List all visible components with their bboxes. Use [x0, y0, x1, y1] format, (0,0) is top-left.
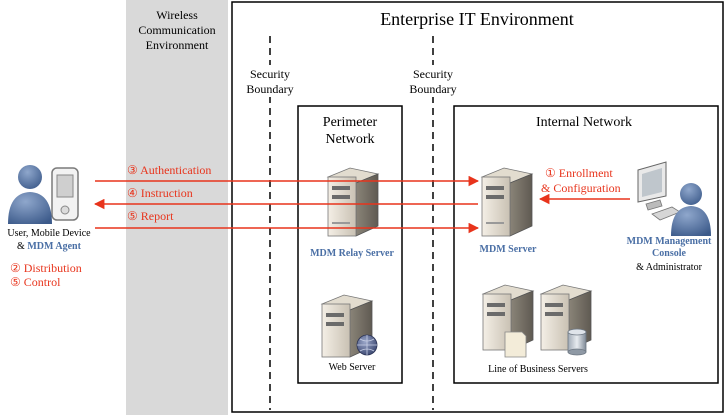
instruction-label: ④ Instruction — [127, 186, 193, 200]
console-label-1: MDM Management — [627, 236, 712, 247]
console-label-2: Console — [652, 248, 686, 259]
wireless-zone — [126, 0, 228, 415]
perimeter-label-2: Network — [326, 132, 375, 147]
configuration-label: & Configuration — [541, 181, 621, 195]
wireless-label-3: Environment — [146, 38, 209, 52]
user-mobile-device-icon — [8, 165, 79, 224]
wireless-label-1: Wireless — [156, 8, 198, 22]
boundary-left-label-2: Boundary — [246, 82, 293, 96]
web-server-icon — [320, 294, 378, 358]
console-label-3: & Administrator — [636, 262, 703, 273]
line-of-business-servers-icon — [481, 284, 593, 358]
user-label-1: User, Mobile Device — [7, 228, 91, 239]
enrollment-label: ① Enrollment — [545, 166, 613, 180]
boundary-left-label-1: Security — [250, 67, 290, 81]
control-label: ⑤ Control — [10, 275, 61, 289]
internal-network-title: Internal Network — [536, 115, 632, 130]
line-of-business-servers-label: Line of Business Servers — [488, 364, 588, 375]
user-label-2: & MDM Agent — [17, 241, 82, 252]
mdm-console-administrator-icon — [637, 161, 711, 236]
mdm-server-icon — [480, 167, 534, 237]
enterprise-title: Enterprise IT Environment — [380, 9, 574, 29]
boundary-right-label-2: Boundary — [409, 82, 456, 96]
boundary-right-label-1: Security — [413, 67, 453, 81]
authentication-label: ③ Authentication — [127, 163, 211, 177]
perimeter-label-1: Perimeter — [323, 115, 378, 130]
distribution-label: ② Distribution — [10, 261, 82, 275]
report-label: ⑤ Report — [127, 209, 174, 223]
mdm-server-label: MDM Server — [480, 244, 537, 255]
wireless-label-2: Communication — [138, 23, 215, 37]
web-server-label: Web Server — [329, 362, 376, 373]
mdm-relay-server-icon — [326, 167, 380, 237]
mdm-relay-server-label: MDM Relay Server — [310, 248, 394, 259]
